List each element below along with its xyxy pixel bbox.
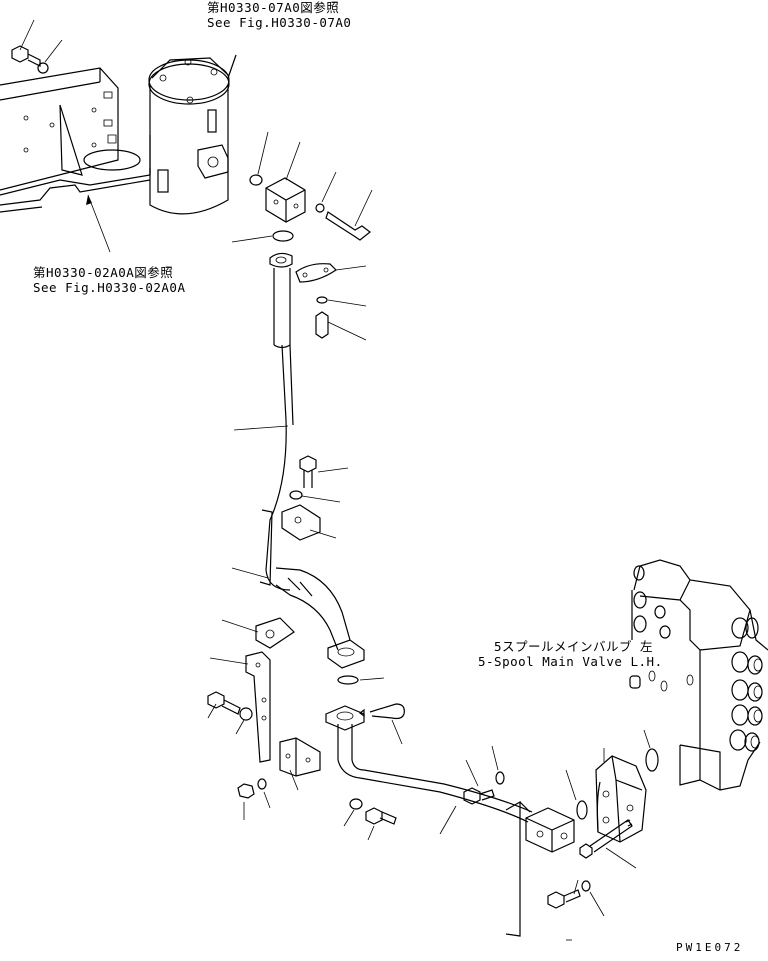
- pipe-support-bracket: [505, 800, 531, 937]
- washer-lower-a: [257, 778, 271, 809]
- o-ring-valve: [565, 769, 588, 820]
- washer-flange: [316, 296, 367, 307]
- washer-filter: [315, 171, 337, 213]
- leader-frame-ref: [87, 194, 111, 253]
- washer-clamp: [289, 490, 341, 503]
- washer-lower-b: [343, 798, 363, 827]
- bolt-flange: [315, 311, 367, 341]
- nut-lower: [237, 783, 255, 820]
- clamp-bracket-upper: [281, 504, 337, 541]
- arrowhead: [86, 195, 92, 205]
- hydraulic-filter: [148, 54, 237, 215]
- split-flange-half: [295, 263, 367, 283]
- u-bolt: [359, 703, 405, 745]
- clamp-lower: [221, 617, 295, 649]
- reference-filter-en[interactable]: See Fig.H0330-07A0: [207, 15, 352, 30]
- long-bolt-valve: [579, 819, 637, 869]
- washer-valve-b: [581, 880, 605, 917]
- drawing-code: PW1E072: [676, 941, 744, 954]
- washer-bracket: [235, 707, 253, 735]
- washer-valve-a: [491, 745, 505, 785]
- washer-upper-left: [37, 39, 63, 74]
- valve-flange-block: [525, 807, 575, 853]
- pipe-flange: [327, 639, 365, 669]
- steel-pipe: [231, 509, 351, 651]
- bolt-valve-a: [463, 759, 495, 805]
- main-valve-body: [629, 559, 768, 791]
- bolt-filter: [325, 189, 373, 241]
- bolt-bracket: [207, 691, 241, 719]
- split-flange-top: [269, 252, 293, 268]
- angle-bracket: [279, 737, 321, 791]
- bolt-upper-left: [11, 19, 41, 67]
- o-ring-lower: [337, 675, 385, 685]
- hydraulic-hose: [233, 268, 294, 591]
- reference-filter-jp[interactable]: 第H0330-07A0図参照: [207, 0, 340, 15]
- o-ring-hose: [231, 230, 294, 243]
- valve-pipe: [337, 759, 533, 835]
- bracket-plate: [209, 651, 271, 763]
- bolt-clamp: [299, 455, 349, 488]
- frame-structure: [0, 67, 151, 213]
- reference-frame-en[interactable]: See Fig.H0330-02A0A: [33, 280, 186, 295]
- valve-label-jp: 5スプールメインバルブ 左: [494, 639, 654, 654]
- bolt-valve-b: [547, 879, 581, 909]
- valve-label-en: 5-Spool Main Valve L.H.: [478, 654, 663, 669]
- valve-port-adapter: [595, 748, 647, 843]
- bolt-lower: [365, 807, 397, 841]
- o-ring-filter: [249, 131, 269, 186]
- reference-frame-jp[interactable]: 第H0330-02A0A図参照: [33, 265, 174, 280]
- flange-lower: [325, 705, 365, 760]
- adapter-block: [265, 141, 306, 223]
- o-ring-port: [643, 729, 659, 772]
